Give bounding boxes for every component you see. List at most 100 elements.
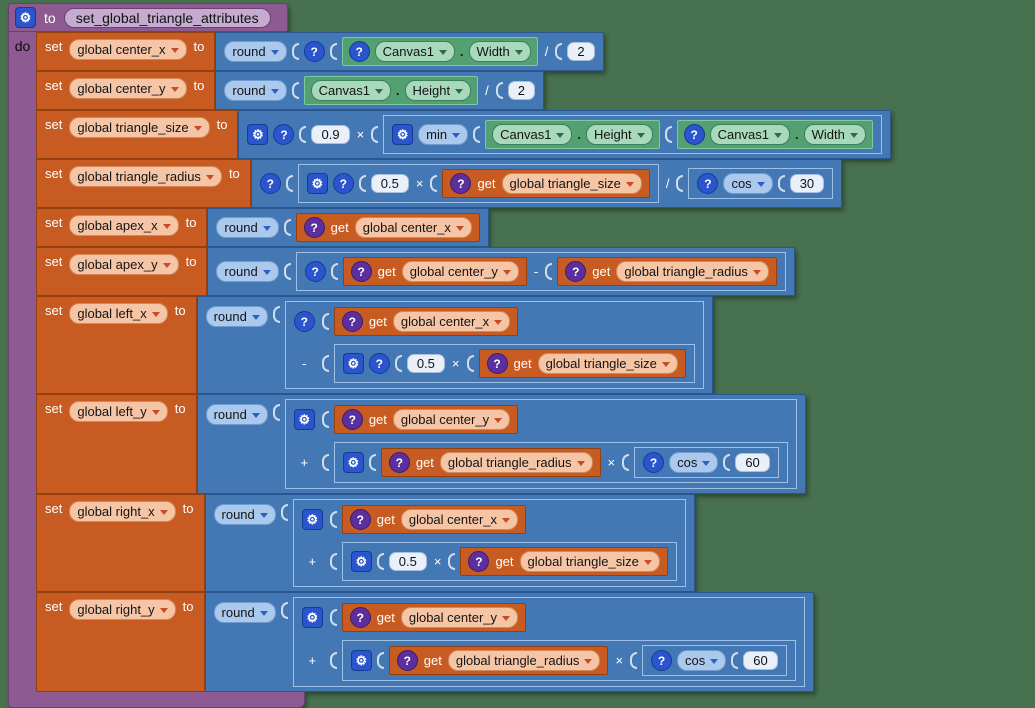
- set-left-x-statement[interactable]: set global left_x to round ? ? get globa…: [36, 296, 713, 394]
- round-block[interactable]: round ⚙ ? get global center_x +: [204, 494, 695, 592]
- set-variable-block[interactable]: set global right_y to: [36, 592, 205, 692]
- property-dropdown[interactable]: Height: [586, 124, 653, 145]
- gear-icon[interactable]: ⚙: [350, 551, 372, 572]
- variable-dropdown[interactable]: global right_x: [69, 501, 176, 522]
- property-dropdown[interactable]: Width: [468, 41, 531, 62]
- variable-dropdown[interactable]: global center_y: [69, 78, 187, 99]
- round-dropdown[interactable]: round: [205, 306, 268, 327]
- help-icon[interactable]: ?: [349, 607, 371, 628]
- get-variable-block[interactable]: ? get global triangle_radius: [557, 257, 777, 286]
- set-left-y-statement[interactable]: set global left_y to round ⚙ ? get globa…: [36, 394, 806, 494]
- get-variable-block[interactable]: ? get global center_x: [333, 307, 519, 336]
- set-right-y-statement[interactable]: set global right_y to round ⚙ ? get glob…: [36, 592, 814, 692]
- trig-dropdown[interactable]: cos: [669, 452, 719, 473]
- multiply-block[interactable]: ⚙ ? 0.5 × ? get global triangle_size: [333, 344, 695, 383]
- variable-dropdown[interactable]: global triangle_radius: [447, 650, 601, 671]
- gear-icon[interactable]: ⚙: [301, 607, 323, 628]
- multiply-block[interactable]: ⚙ ? get global triangle_radius × ?: [333, 442, 788, 483]
- variable-dropdown[interactable]: global center_x: [354, 217, 472, 238]
- variable-dropdown[interactable]: global center_y: [400, 607, 519, 628]
- round-dropdown[interactable]: round: [216, 261, 279, 282]
- variable-dropdown[interactable]: global center_y: [401, 261, 519, 282]
- set-variable-block[interactable]: set global apex_x to: [36, 208, 208, 247]
- component-dropdown[interactable]: Canvas1: [492, 124, 573, 145]
- get-variable-block[interactable]: ? get global center_y: [333, 405, 519, 434]
- number-field[interactable]: 2: [567, 42, 595, 61]
- add-block[interactable]: ⚙ ? get global center_x + ⚙: [292, 499, 686, 587]
- set-variable-block[interactable]: set global left_x to: [36, 296, 197, 394]
- variable-dropdown[interactable]: global center_x: [400, 509, 519, 530]
- variable-dropdown[interactable]: global center_x: [392, 311, 511, 332]
- round-dropdown[interactable]: round: [216, 217, 279, 238]
- help-icon[interactable]: ?: [368, 353, 390, 374]
- round-block[interactable]: round ? ? get global center_x -: [196, 296, 713, 394]
- help-icon[interactable]: ?: [651, 650, 673, 671]
- help-icon[interactable]: ?: [341, 311, 363, 332]
- set-triangle-radius-statement[interactable]: set global triangle_radius to ? ⚙ ? 0.5 …: [36, 159, 843, 208]
- get-variable-block[interactable]: ? get global triangle_size: [460, 547, 668, 576]
- subtract-block[interactable]: ? ? get global center_x - ⚙: [284, 301, 704, 389]
- gear-icon[interactable]: ⚙: [350, 650, 372, 671]
- multiply-block[interactable]: ⚙ ? get global triangle_radius × ?: [341, 640, 796, 681]
- add-block[interactable]: ⚙ ? get global center_y + ⚙: [292, 597, 805, 687]
- multiply-block[interactable]: ⚙ 0.5 × ? get global triangle_size: [341, 542, 677, 581]
- gear-icon[interactable]: ⚙: [293, 409, 315, 430]
- set-variable-block[interactable]: set global left_y to: [36, 394, 197, 494]
- variable-dropdown[interactable]: global triangle_size: [519, 551, 660, 572]
- get-variable-block[interactable]: ? get global triangle_size: [442, 169, 650, 198]
- variable-dropdown[interactable]: global apex_y: [69, 254, 179, 275]
- help-icon[interactable]: ?: [486, 353, 508, 374]
- get-variable-block[interactable]: ? get global triangle_radius: [380, 448, 601, 477]
- set-variable-block[interactable]: set global center_y to: [36, 71, 216, 110]
- number-field[interactable]: 2: [507, 81, 535, 100]
- set-variable-block[interactable]: set global right_x to: [36, 494, 205, 592]
- procedure-definition-block[interactable]: ⚙ to set_global_triangle_attributes do s…: [8, 3, 1035, 708]
- procedure-header[interactable]: ⚙ to set_global_triangle_attributes: [8, 3, 288, 32]
- cos-block[interactable]: ? cos 30: [688, 168, 834, 199]
- component-dropdown[interactable]: Canvas1: [374, 41, 455, 62]
- component-dropdown[interactable]: Canvas1: [310, 80, 391, 101]
- component-property-getter-block[interactable]: Canvas1 . Height: [303, 76, 479, 105]
- help-icon[interactable]: ?: [350, 261, 372, 282]
- set-apex-x-statement[interactable]: set global apex_x to round ? get global …: [36, 208, 489, 247]
- help-icon[interactable]: ?: [293, 311, 315, 332]
- property-dropdown[interactable]: Height: [404, 80, 472, 101]
- help-icon[interactable]: ?: [303, 41, 325, 62]
- round-block[interactable]: round ? get global center_x: [207, 208, 489, 247]
- help-icon[interactable]: ?: [304, 261, 326, 282]
- variable-dropdown[interactable]: global triangle_size: [501, 173, 642, 194]
- get-variable-block[interactable]: ? get global center_y: [342, 257, 527, 286]
- help-icon[interactable]: ?: [349, 509, 371, 530]
- number-field[interactable]: 60: [735, 453, 770, 472]
- variable-dropdown[interactable]: global apex_x: [69, 215, 179, 236]
- gear-icon[interactable]: ⚙: [306, 173, 328, 194]
- number-field[interactable]: 30: [789, 174, 825, 193]
- set-center-y-statement[interactable]: set global center_y to round Canvas1 . H…: [36, 71, 544, 110]
- component-property-getter-block[interactable]: ? Canvas1 . Width: [341, 37, 538, 66]
- gear-icon[interactable]: ⚙: [15, 7, 36, 28]
- get-variable-block[interactable]: ? get global center_x: [341, 505, 527, 534]
- trig-dropdown[interactable]: cos: [677, 650, 727, 671]
- variable-dropdown[interactable]: global triangle_radius: [69, 166, 222, 187]
- variable-dropdown[interactable]: global left_y: [69, 401, 168, 422]
- number-field[interactable]: 60: [743, 651, 778, 670]
- min-block[interactable]: ⚙ min Canvas1 . Height ? Canvas1 . Width: [383, 115, 882, 154]
- round-dropdown[interactable]: round: [213, 504, 276, 525]
- help-icon[interactable]: ?: [697, 173, 719, 194]
- set-center-x-statement[interactable]: set global center_x to round ? ? Canvas1…: [36, 32, 604, 71]
- number-field[interactable]: 0.5: [406, 354, 445, 373]
- trig-dropdown[interactable]: cos: [723, 173, 773, 194]
- procedure-name-field[interactable]: set_global_triangle_attributes: [63, 7, 271, 28]
- gear-icon[interactable]: ⚙: [392, 124, 414, 145]
- round-dropdown[interactable]: round: [224, 80, 287, 101]
- round-block[interactable]: round Canvas1 . Height / 2: [215, 71, 544, 110]
- variable-dropdown[interactable]: global triangle_radius: [439, 452, 593, 473]
- variable-dropdown[interactable]: global right_y: [69, 599, 176, 620]
- help-icon[interactable]: ?: [273, 124, 295, 145]
- help-icon[interactable]: ?: [396, 650, 418, 671]
- component-property-getter-block[interactable]: Canvas1 . Height: [485, 120, 660, 149]
- set-variable-block[interactable]: set global center_x to: [36, 32, 216, 71]
- set-variable-block[interactable]: set global apex_y to: [36, 247, 208, 296]
- help-icon[interactable]: ?: [468, 551, 490, 572]
